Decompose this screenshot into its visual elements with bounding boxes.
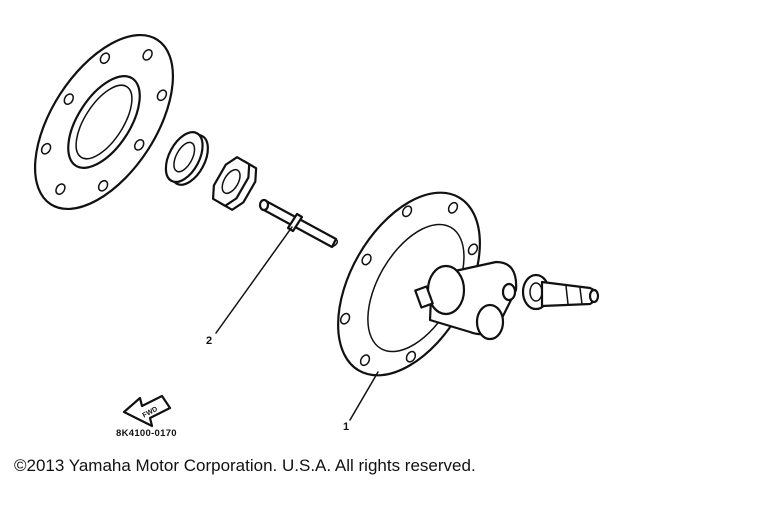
- forward-arrow-icon: FWD: [122, 394, 172, 428]
- t-pin: [258, 198, 339, 249]
- copyright-notice: ©2013 Yamaha Motor Corporation. U.S.A. A…: [14, 456, 476, 475]
- leader-line-1: [349, 371, 379, 421]
- flange-hub: [337, 191, 518, 377]
- callout-2: 2: [206, 335, 212, 347]
- gasket-plate: [33, 33, 175, 211]
- part-code: 8K4100-0170: [116, 428, 177, 439]
- hex-nut: [211, 156, 258, 211]
- callout-1: 1: [343, 421, 349, 433]
- end-fitting: [521, 273, 600, 311]
- leader-line-2: [215, 226, 293, 334]
- washer: [164, 131, 209, 186]
